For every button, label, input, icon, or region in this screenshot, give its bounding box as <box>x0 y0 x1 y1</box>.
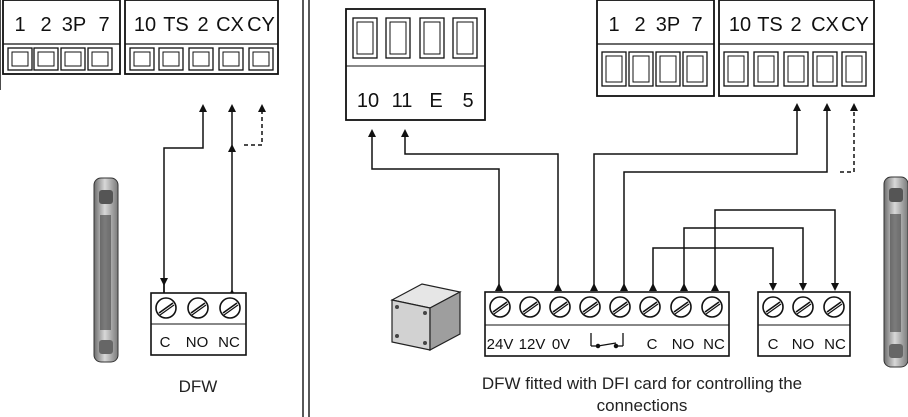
right-caption-line-2: connections <box>597 396 688 415</box>
contact-strip-label: NC <box>824 336 846 353</box>
panel-divider <box>302 0 310 417</box>
right-contact-terminal-strip: C NO NC <box>757 291 851 357</box>
dfi-module-box <box>390 283 462 351</box>
right-block-b-label: 10 <box>729 14 751 36</box>
left-wiring <box>160 104 266 297</box>
card-terminal-label: 10 <box>357 90 379 112</box>
left-block-b-label: CY <box>247 14 275 36</box>
right-block-a-label: 3P <box>656 14 680 36</box>
right-block-b-label: TS <box>757 14 783 36</box>
main-strip-label: 0V <box>552 336 570 353</box>
right-block-b-label: CX <box>811 14 839 36</box>
left-device-terminal-label: NC <box>218 334 240 351</box>
right-main-terminal-strip: 24V 12V 0V C NO NC <box>484 291 730 357</box>
right-block-a-label: 1 <box>608 14 619 36</box>
left-terminal-block-a: 1 2 3P 7 <box>2 0 121 75</box>
right-block-b-label: 2 <box>790 14 801 36</box>
right-block-a-label: 2 <box>634 14 645 36</box>
right-terminal-block-a: 1 2 3P 7 <box>596 0 715 97</box>
left-block-a-label: 3P <box>62 14 86 36</box>
card-terminal-label: 11 <box>392 90 413 112</box>
left-photocell-column <box>93 177 119 363</box>
contact-strip-label: C <box>768 336 779 353</box>
left-block-b-label: TS <box>163 14 189 36</box>
right-photocell-column <box>883 176 908 368</box>
main-strip-label: 12V <box>519 336 546 353</box>
left-block-b-label: CX <box>216 14 244 36</box>
left-block-b-label: 2 <box>197 14 208 36</box>
right-block-b-label: CY <box>841 14 869 36</box>
dfi-card: 10 11 E 5 <box>345 8 486 121</box>
left-terminal-block-b: 10 TS 2 CX CY <box>124 0 279 75</box>
main-strip-label: 24V <box>487 336 514 353</box>
left-device-terminal-strip: C NO NC <box>150 292 247 356</box>
left-block-a-label: 1 <box>14 14 25 36</box>
contact-symbol-icon <box>590 333 624 349</box>
left-block-a-label: 2 <box>40 14 51 36</box>
card-terminal-label: E <box>429 90 442 112</box>
left-block-b-label: 10 <box>134 14 156 36</box>
right-wiring <box>368 103 858 291</box>
main-strip-label: C <box>647 336 658 353</box>
contact-strip-label: NO <box>792 336 815 353</box>
left-device-terminal-label: C <box>160 334 171 351</box>
card-terminal-label: 5 <box>462 90 473 112</box>
left-block-a-label: 7 <box>98 14 109 36</box>
main-strip-label: NO <box>672 336 695 353</box>
left-device-terminal-label: NO <box>186 334 209 351</box>
left-device-caption: DFW <box>179 377 218 396</box>
right-block-a-label: 7 <box>691 14 702 36</box>
right-caption-line-1: DFW fitted with DFI card for controlling… <box>482 374 802 393</box>
main-strip-label: NC <box>703 336 725 353</box>
right-terminal-block-b: 10 TS 2 CX CY <box>718 0 875 97</box>
